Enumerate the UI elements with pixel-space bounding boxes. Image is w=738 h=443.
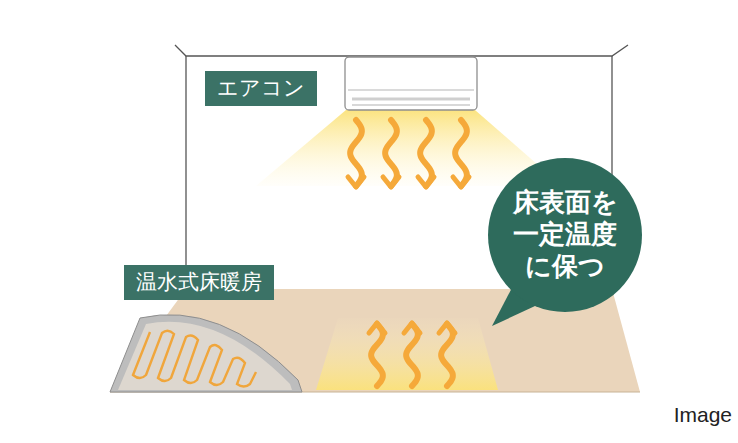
heat-arrow [404, 323, 420, 386]
heat-arrow [418, 120, 434, 187]
warm-air-glow [256, 110, 562, 186]
callout-bubble: 床表面を一定温度に保つ [488, 158, 642, 312]
label-text: 温水式床暖房 [136, 270, 262, 294]
label-text: エアコン [217, 76, 305, 100]
watermark-label: Image [674, 403, 732, 427]
heating-panel [110, 315, 302, 392]
heat-arrow [439, 323, 455, 386]
device-label: エアコン [205, 71, 317, 106]
device-label: 温水式床暖房 [124, 265, 274, 300]
heating-pipe [133, 331, 256, 387]
air-conditioner [345, 57, 477, 110]
heating-panel-top [118, 322, 292, 390]
floor-heat-glow [316, 318, 498, 390]
callout-text: 床表面を一定温度に保つ [512, 187, 619, 282]
heat-arrow [348, 120, 364, 187]
heat-arrow [369, 323, 385, 386]
heat-arrow [453, 120, 469, 187]
heat-arrow [383, 120, 399, 187]
